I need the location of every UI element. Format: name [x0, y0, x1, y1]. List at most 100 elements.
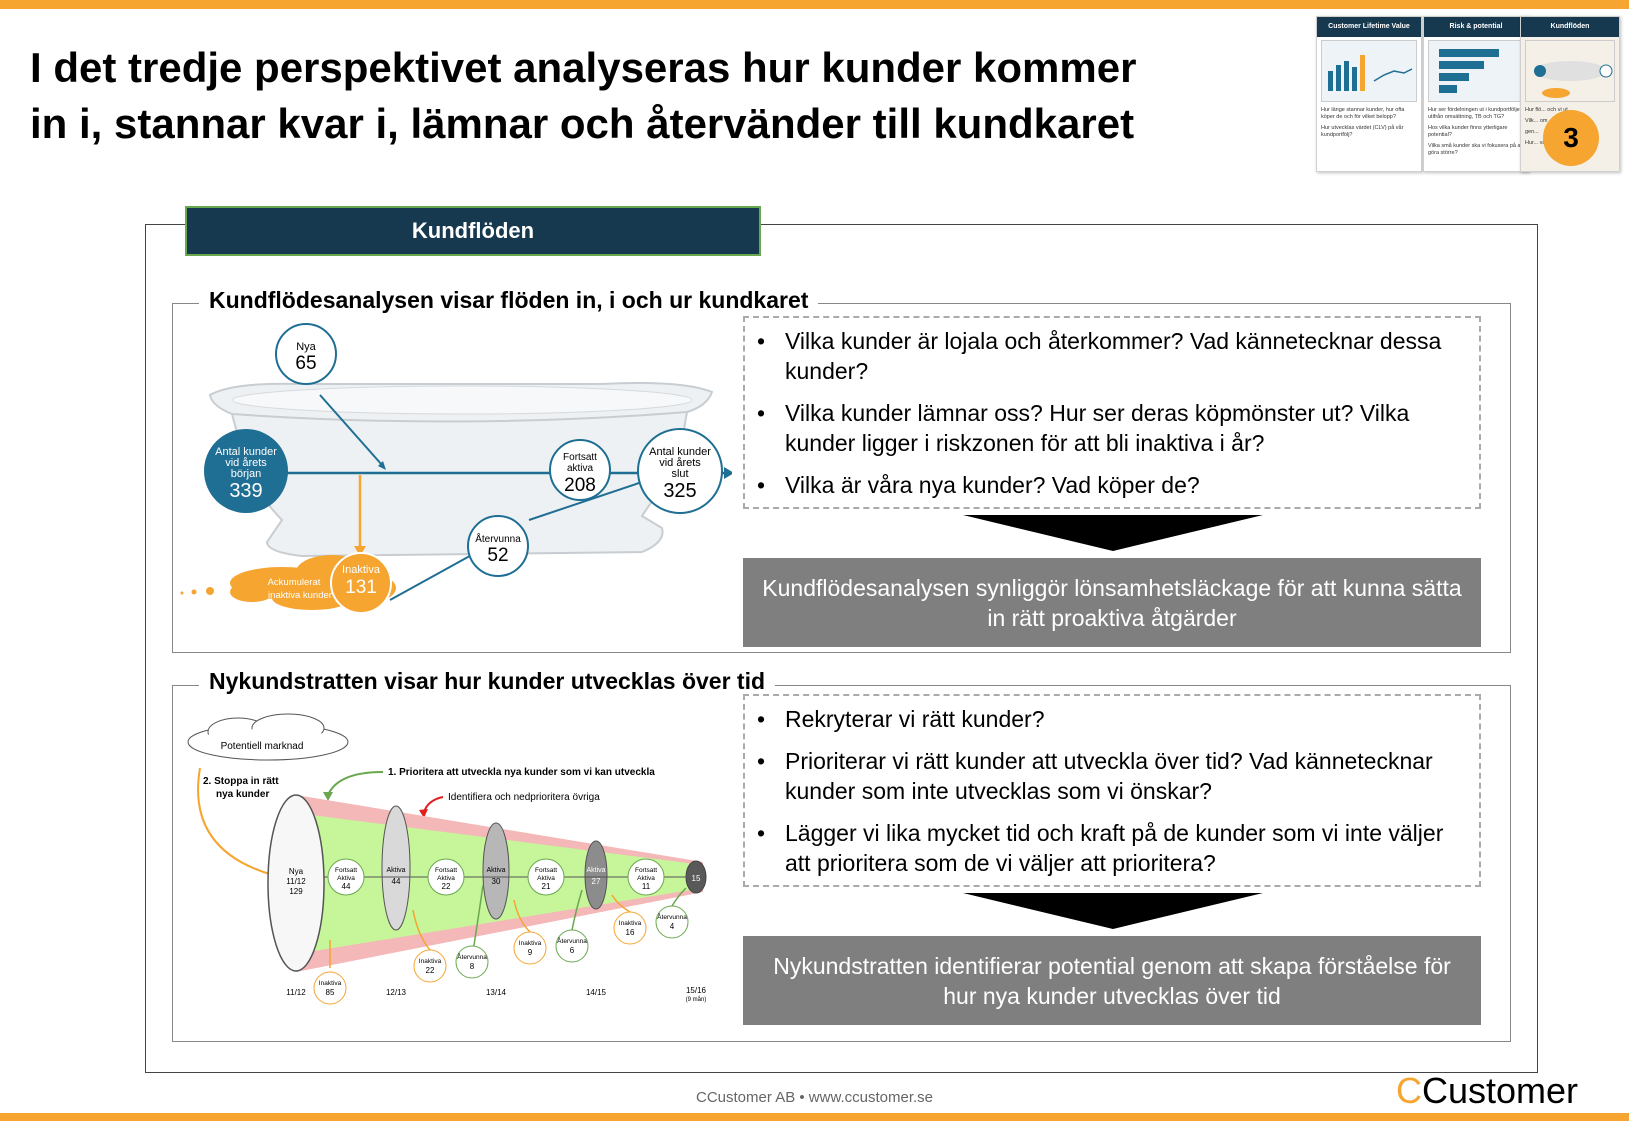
svg-text:325: 325: [663, 480, 696, 502]
thumbnail-chart: [1321, 40, 1417, 102]
flow-nya: [319, 394, 383, 466]
ackum-label: Ackumulerat: [268, 577, 321, 588]
flow-atervunna: [528, 481, 643, 521]
svg-text:Fortsatt: Fortsatt: [335, 867, 357, 874]
svg-text:aktiva: aktiva: [567, 463, 594, 474]
svg-text:Inaktiva: Inaktiva: [419, 958, 442, 965]
end-node: Antal kunder vid årets slut 325: [637, 428, 723, 514]
section-banner: Kundflöden: [185, 206, 761, 256]
questions-box-2: •Rekryterar vi rätt kunder? •Prioriterar…: [743, 694, 1481, 887]
svg-text:Fortsatt: Fortsatt: [635, 867, 657, 874]
svg-text:slut: slut: [671, 468, 688, 480]
year-label: 12/13: [386, 988, 407, 997]
step-badge: 3: [1543, 110, 1599, 166]
svg-text:Aktiva: Aktiva: [637, 875, 655, 882]
thumbnail-title: Customer Lifetime Value: [1317, 17, 1421, 37]
svg-text:Nya: Nya: [296, 341, 316, 353]
nya-node: Nya 65: [275, 323, 337, 385]
start-node: Antal kunder vid årets början 339: [204, 429, 288, 513]
panel-title: Nykundstratten visar hur kunder utveckla…: [199, 668, 776, 695]
bathtub-diagram: Ackumulerat inaktiva kunder Nya 65 Antal…: [180, 323, 732, 614]
svg-text:6: 6: [570, 946, 575, 955]
thumbnail-kundfloden[interactable]: Kundflöden Hur flö... och vi ut Vilk... …: [1520, 16, 1620, 172]
svg-text:8: 8: [470, 962, 475, 971]
year-label: 13/14: [486, 988, 507, 997]
question-item: •Vilka är våra nya kunder? Vad köper de?: [757, 472, 1200, 498]
thumbnail-bullet: Hos vilka kunder finns ytterligare poten…: [1428, 125, 1508, 138]
question-item: •Lägger vi lika mycket tid och kraft på …: [757, 820, 1444, 876]
bathtub-illustration: [208, 382, 714, 558]
question-item: •Prioriterar vi rätt kunder att utveckla…: [757, 748, 1433, 804]
svg-text:Fortsatt: Fortsatt: [435, 867, 457, 874]
svg-text:Inaktiva: Inaktiva: [319, 980, 342, 987]
svg-text:Identifiera och nedprioritera: Identifiera och nedprioritera övriga: [448, 792, 600, 803]
content-frame: [145, 224, 1538, 1073]
svg-text:Antal kunder: Antal kunder: [649, 446, 711, 458]
svg-text:Fortsatt: Fortsatt: [535, 867, 557, 874]
fortsatt-node: Fortsatt aktiva 208: [549, 439, 611, 501]
bottom-accent-bar: [0, 1113, 1629, 1121]
year-note: (9 mån): [686, 996, 707, 1003]
svg-text:Potentiell marknad: Potentiell marknad: [221, 741, 304, 752]
thumbnail-title: Risk & potential: [1424, 17, 1528, 37]
ackum-label: inaktiva kunder: [268, 590, 332, 601]
svg-text:85: 85: [326, 988, 335, 997]
thumbnail-chart: [1525, 40, 1615, 102]
year-label: 15/16: [686, 986, 707, 995]
svg-text:22: 22: [426, 966, 435, 975]
svg-text:Antal kunder: Antal kunder: [215, 446, 277, 458]
year-label: 14/15: [586, 988, 607, 997]
panel-title: Kundflödesanalysen visar flöden in, i oc…: [199, 287, 819, 314]
atervunna-node: Återvunna 52: [467, 515, 529, 577]
year-label: 11/12: [286, 988, 306, 997]
thumbnail-bullet: Hur utvecklas värdet (CLV) på vår kundpo…: [1321, 125, 1404, 138]
fortsatt-node: Fortsatt Aktiva 11: [627, 858, 665, 896]
top-accent-bar: [0, 0, 1629, 9]
svg-text:27: 27: [592, 877, 601, 886]
svg-text:Återvunna: Återvunna: [457, 952, 487, 961]
arrow-down-icon: [963, 893, 1263, 929]
thumbnail-bullet: Hur ser fördelningen ut i kundportföljen…: [1428, 107, 1523, 120]
questions-box-1: •Vilka kunder är lojala och återkommer? …: [743, 316, 1481, 509]
ccustomer-logo: CCustomer: [1396, 1070, 1579, 1111]
svg-text:Aktiva: Aktiva: [537, 875, 555, 882]
thumbnail-bullet: gen...: [1525, 129, 1539, 135]
panel-nykundstratten: [172, 685, 1511, 1042]
svg-text:16: 16: [626, 928, 635, 937]
svg-text:30: 30: [492, 877, 501, 886]
svg-text:11: 11: [642, 882, 651, 891]
page-title: I det tredje perspektivet analyseras hur…: [30, 44, 1137, 147]
svg-text:Aktiva: Aktiva: [337, 875, 355, 882]
svg-text:2. Stoppa in rätt: 2. Stoppa in rätt: [203, 776, 279, 787]
thumbnail-bullet: Vilk... om: [1525, 118, 1548, 124]
thumbnail-clv[interactable]: Customer Lifetime Value Hur länge stanna…: [1316, 16, 1422, 172]
svg-text:129: 129: [289, 887, 303, 896]
svg-text:Fortsatt: Fortsatt: [563, 452, 597, 463]
conclusion-box-1: Kundflödesanalysen synliggör lönsamhetsl…: [743, 558, 1481, 647]
question-item: •Vilka kunder är lojala och återkommer? …: [757, 328, 1442, 384]
thumbnail-risk[interactable]: Risk & potential Hur ser fördelningen ut…: [1423, 16, 1529, 172]
svg-text:vid årets: vid årets: [225, 457, 267, 469]
svg-text:Inaktiva: Inaktiva: [519, 940, 542, 947]
svg-text:Återvunna: Återvunna: [657, 912, 687, 921]
question-item: •Vilka kunder lämnar oss? Hur ser deras …: [757, 400, 1410, 456]
thumbnail-bullet: Hur flö... och vi ut: [1525, 107, 1568, 113]
thumbnail-title: Kundflöden: [1521, 17, 1619, 37]
fortsatt-node: Fortsatt Aktiva 22: [427, 858, 465, 896]
svg-text:vid årets: vid årets: [659, 457, 701, 469]
svg-text:44: 44: [392, 877, 401, 886]
svg-text:Aktiva: Aktiva: [437, 875, 455, 882]
potential-cloud: Potentiell marknad: [187, 713, 349, 761]
svg-text:15: 15: [692, 874, 701, 883]
svg-text:Nya: Nya: [289, 867, 304, 876]
svg-text:Återvunna: Återvunna: [475, 532, 521, 545]
svg-text:Återvunna: Återvunna: [557, 936, 587, 945]
svg-text:44: 44: [342, 882, 351, 891]
svg-text:208: 208: [564, 475, 596, 496]
svg-text:4: 4: [670, 922, 675, 931]
